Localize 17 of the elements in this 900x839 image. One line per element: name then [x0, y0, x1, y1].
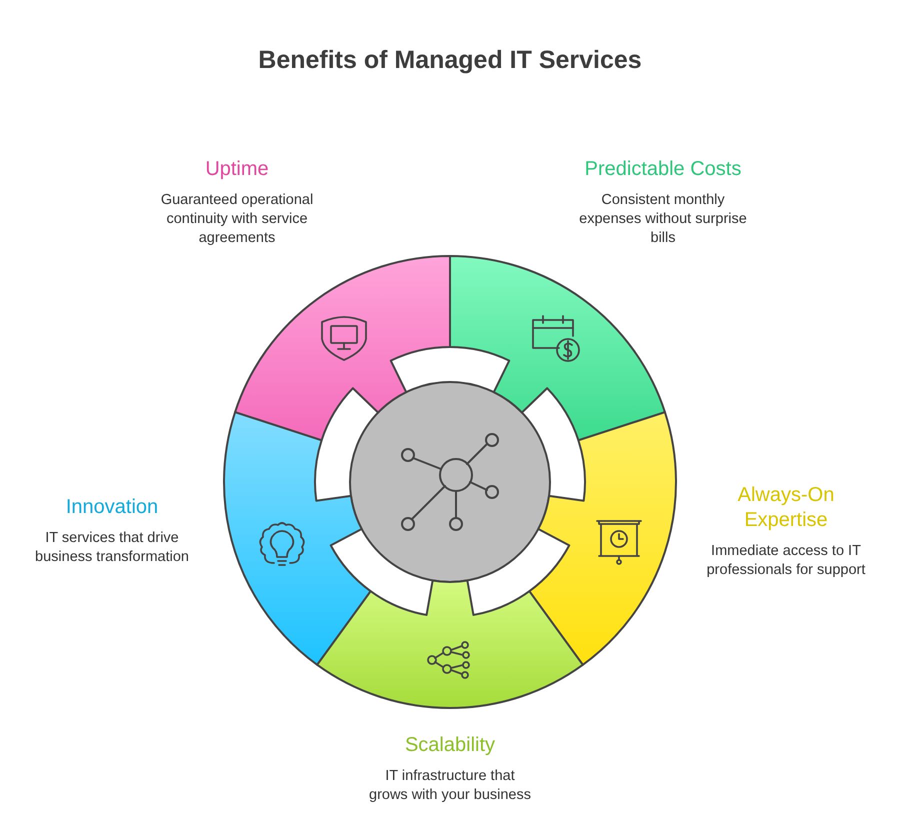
benefit-heading: Innovation: [66, 495, 158, 520]
benefit-description: Consistent monthly expenses without surprise bills: [578, 191, 748, 248]
hub-circle: [349, 381, 551, 583]
ring-segment: [223, 411, 372, 666]
benefit-description: Immediate access to IT professionals for support: [706, 542, 866, 580]
diagram-title: Benefits of Managed IT Services: [257, 46, 643, 75]
benefit-description: IT services that drive business transformation: [34, 529, 190, 567]
ring-segment: [449, 255, 666, 442]
ring-segment: [234, 255, 451, 442]
benefit-heading: Predictable Costs: [584, 157, 742, 182]
benefit-description: IT infrastructure that grows with your business: [368, 767, 532, 805]
ring-segment: [528, 411, 677, 666]
benefit-heading: Uptime: [205, 157, 269, 182]
benefit-description: Guaranteed operational continuity with service agreements: [160, 191, 314, 248]
benefit-heading: Always-On Expertise: [736, 483, 836, 533]
benefit-heading: Scalability: [404, 733, 496, 758]
ring-segment: [316, 579, 584, 709]
